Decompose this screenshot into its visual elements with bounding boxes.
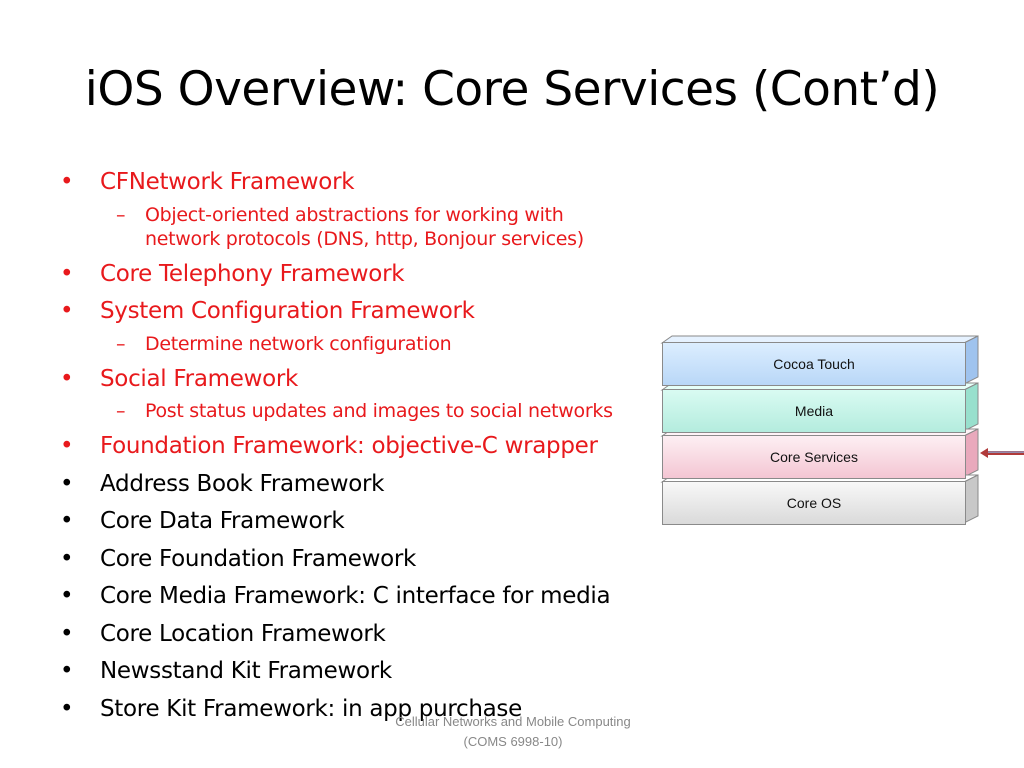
bullet-mark: • [60, 365, 74, 392]
dash-mark: – [116, 400, 126, 422]
footer-course-code: (COMS 6998-10) [463, 734, 563, 749]
sub-bullet-text: network protocols (DNS, http, Bonjour se… [145, 227, 584, 250]
bullet-item: • Social Framework [58, 361, 698, 399]
bullet-item: • Store Kit Framework: in app purchase [58, 691, 698, 729]
bullet-item: • System Configuration Framework [58, 293, 698, 331]
dash-mark: – [116, 203, 126, 226]
bullet-mark: • [60, 470, 74, 497]
bullet-text: Newsstand Kit Framework [100, 658, 392, 684]
bullet-mark: • [60, 433, 74, 459]
bullet-mark: • [60, 508, 74, 534]
bullet-item: • Core Location Framework [58, 616, 698, 654]
ios-layer-stack-diagram: Cocoa Touch Media Core Services Core OS [660, 334, 982, 525]
bullet-mark: • [60, 169, 74, 195]
bullet-item: • Core Data Framework [58, 503, 698, 541]
bullet-text: Core Location Framework [100, 620, 386, 647]
bullet-item: • CFNetwork Framework [58, 164, 698, 202]
layer-core-os: Core OS [662, 481, 966, 525]
sub-bullet-item: –Object-oriented abstractions for workin… [58, 203, 698, 227]
dash-mark: – [116, 332, 126, 355]
layer-media: Media [662, 389, 966, 433]
bullet-text: CFNetwork Framework [100, 169, 355, 195]
footer-course-name: Cellular Networks and Mobile Computing [395, 714, 631, 729]
bullet-list: •CFNetwork Framework –Object-oriented ab… [58, 164, 698, 728]
bullet-text: Store Kit Framework: in app purchase [100, 695, 522, 722]
bullet-text: Core Telephony Framework [100, 260, 405, 287]
left-arrow-icon [980, 448, 1024, 458]
layer-cocoa-touch: Cocoa Touch [662, 342, 966, 386]
slide-footer: Cellular Networks and Mobile Computing (… [360, 712, 666, 752]
sub-bullet-text: Object-oriented abstractions for working… [145, 203, 564, 226]
sub-bullet-text: Determine network configuration [145, 332, 452, 355]
bullet-text: Social Framework [100, 365, 299, 392]
sub-bullet-continuation: network protocols (DNS, http, Bonjour se… [58, 227, 698, 251]
bullet-text: Address Book Framework [100, 470, 385, 497]
bullet-mark: • [60, 583, 74, 609]
sub-bullet-item: –Determine network configuration [58, 332, 698, 356]
bullet-item: • Newsstand Kit Framework [58, 653, 698, 691]
bullet-mark: • [60, 620, 74, 647]
bullet-item: • Foundation Framework: objective-C wrapp… [58, 428, 698, 466]
bullet-mark: • [60, 658, 74, 684]
bullet-text: System Configuration Framework [100, 298, 475, 324]
sub-bullet-item: –Post status updates and images to socia… [58, 399, 698, 423]
bullet-text: Foundation Framework: objective-C wrappe… [100, 433, 598, 459]
bullet-mark: • [60, 695, 74, 722]
slide-title: iOS Overview: Core Services (Cont’d) [84, 62, 940, 117]
bullet-text: Core Media Framework: C interface for me… [100, 583, 611, 609]
bullet-item: • Core Foundation Framework [58, 541, 698, 579]
bullet-item: • Core Telephony Framework [58, 256, 698, 294]
bullet-text: Core Data Framework [100, 508, 345, 534]
bullet-item: • Core Media Framework: C interface for m… [58, 578, 698, 616]
bullet-mark: • [60, 545, 74, 572]
layer-core-services: Core Services [662, 435, 966, 479]
sub-bullet-text: Post status updates and images to social… [145, 400, 613, 422]
bullet-mark: • [60, 260, 74, 287]
bullet-text: Core Foundation Framework [100, 545, 417, 572]
bullet-item: • Address Book Framework [58, 466, 698, 504]
bullet-mark: • [60, 298, 74, 324]
